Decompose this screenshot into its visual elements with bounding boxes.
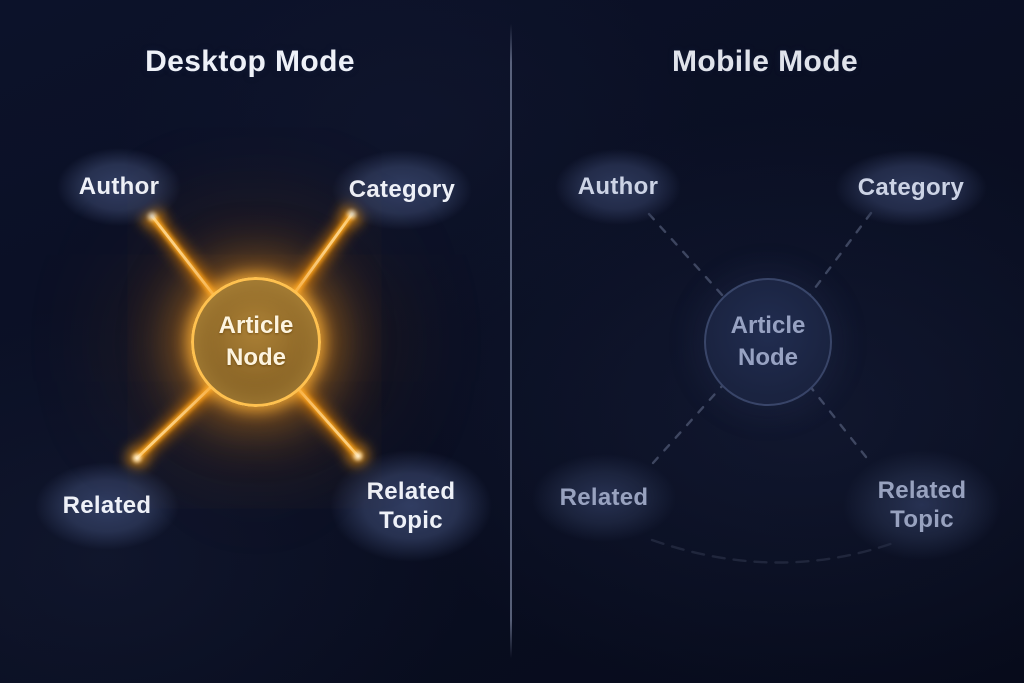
mobile-node-related-topic: Related Topic: [843, 450, 1001, 560]
desktop-node-author-label: Author: [78, 173, 160, 201]
mobile-node-category-label: Category: [857, 174, 965, 202]
mobile-node-related: Related: [532, 454, 676, 542]
panel-divider: [510, 24, 512, 658]
desktop-node-category: Category: [332, 150, 472, 230]
desktop-node-related-topic-label: Related Topic: [366, 477, 456, 534]
mobile-node-related-label: Related: [559, 484, 649, 512]
desktop-node-category-label: Category: [348, 176, 456, 204]
mobile-node-category: Category: [835, 150, 987, 226]
mobile-mode-title: Mobile Mode: [671, 45, 859, 78]
mobile-article-node-label: Article Node: [730, 312, 806, 371]
desktop-node-related-topic: Related Topic: [330, 450, 492, 562]
desktop-article-node-label: Article Node: [218, 312, 294, 371]
mobile-node-author-label: Author: [577, 173, 659, 201]
desktop-node-related-label: Related: [62, 492, 152, 520]
mobile-node-related-topic-label: Related Topic: [877, 476, 967, 533]
mobile-bottom-arc: [650, 538, 898, 564]
mobile-article-node: Article Node: [704, 278, 832, 406]
desktop-mode-title: Desktop Mode: [145, 45, 355, 78]
desktop-article-node: Article Node: [191, 277, 321, 407]
desktop-node-related: Related: [35, 462, 179, 550]
desktop-node-author: Author: [57, 148, 181, 226]
mobile-node-author: Author: [555, 149, 681, 225]
